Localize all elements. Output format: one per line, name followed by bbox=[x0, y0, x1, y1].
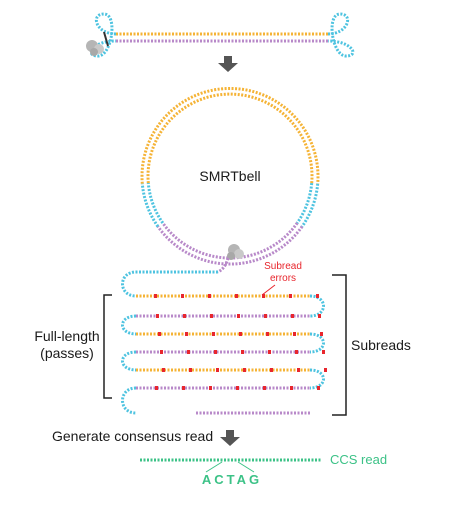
full-length-bracket: Full-length (passes) bbox=[34, 294, 112, 399]
ring-insert-arc-outer bbox=[140, 86, 320, 184]
subread-error-mark bbox=[162, 368, 165, 372]
ring-adapter-arc-left-inner bbox=[146, 182, 165, 224]
subread-error-mark bbox=[266, 332, 269, 336]
subreads-bracket: Subreads bbox=[332, 274, 411, 416]
subread-error-mark bbox=[160, 350, 163, 354]
subread-error-mark bbox=[264, 314, 267, 318]
subread-error-mark bbox=[235, 294, 238, 298]
ccs-read-label: CCS read bbox=[330, 452, 387, 467]
template-left-adapter-loop bbox=[89, 12, 117, 58]
subread-errors-label-line2: errors bbox=[270, 273, 296, 284]
subread-error-mark bbox=[216, 368, 219, 372]
subread-error-mark bbox=[262, 294, 265, 298]
subread-error-mark bbox=[293, 332, 296, 336]
subread-error-mark bbox=[155, 386, 158, 390]
adapter-turn-1 bbox=[309, 294, 325, 318]
subread-error-mark bbox=[241, 350, 244, 354]
subread-error-mark bbox=[237, 314, 240, 318]
subread-error-mark bbox=[210, 314, 213, 318]
subread-error-mark bbox=[156, 314, 159, 318]
subread-error-mark bbox=[158, 332, 161, 336]
subread-error-mark bbox=[239, 332, 242, 336]
full-length-label: Full-length bbox=[34, 328, 99, 344]
adapter-turn-4 bbox=[121, 350, 137, 372]
template-right-adapter-loop bbox=[327, 12, 355, 58]
linear-smrtbell-template bbox=[86, 12, 355, 58]
subread-error-mark bbox=[290, 386, 293, 390]
subread-error-mark bbox=[182, 386, 185, 390]
ring-adapter-arc-left-outer bbox=[140, 183, 160, 228]
subread-error-mark bbox=[318, 314, 321, 318]
subread-error-mark bbox=[320, 332, 323, 336]
subread-error-mark bbox=[317, 386, 320, 390]
subread-error-mark bbox=[289, 294, 292, 298]
down-arrow-icon bbox=[220, 430, 240, 446]
subread-error-mark bbox=[295, 350, 298, 354]
ring-adapter-arc-right-outer bbox=[300, 183, 320, 228]
polymerase-exit-strand bbox=[217, 257, 230, 274]
subread-error-mark bbox=[187, 350, 190, 354]
subread-error-mark bbox=[291, 314, 294, 318]
down-arrow-icon bbox=[218, 56, 238, 72]
adapter-turn-5 bbox=[309, 368, 325, 390]
ccs-read: CCS read ACTAG bbox=[140, 452, 387, 487]
subread-error-mark bbox=[209, 386, 212, 390]
smrtbell-label: SMRTbell bbox=[199, 168, 260, 184]
subread-error-mark bbox=[189, 368, 192, 372]
subread-error-mark bbox=[268, 350, 271, 354]
subread-error-mark bbox=[212, 332, 215, 336]
serpentine-entry-adapter bbox=[121, 270, 218, 298]
passes-label: (passes) bbox=[40, 345, 94, 361]
subread-error-mark bbox=[324, 368, 327, 372]
subread-error-mark bbox=[208, 294, 211, 298]
subread-error-mark bbox=[183, 314, 186, 318]
subread-error-mark bbox=[316, 294, 319, 298]
subread-error-mark bbox=[243, 368, 246, 372]
subread-error-mark bbox=[236, 386, 239, 390]
subread-errors-label-line1: Subread bbox=[264, 261, 302, 272]
subreads-label: Subreads bbox=[351, 337, 411, 353]
generate-consensus-row: Generate consensus read bbox=[52, 428, 240, 446]
subread-errors-annotation: Subread errors bbox=[261, 261, 302, 296]
consensus-sequence: ACTAG bbox=[202, 472, 262, 487]
subread-serpentine bbox=[121, 270, 327, 415]
subread-error-mark bbox=[181, 294, 184, 298]
subread-error-mark bbox=[263, 386, 266, 390]
subread-error-mark bbox=[214, 350, 217, 354]
polymerase-icon bbox=[86, 40, 104, 56]
subread-error-mark bbox=[270, 368, 273, 372]
generate-consensus-label: Generate consensus read bbox=[52, 428, 213, 444]
subread-errors-pointer bbox=[261, 284, 276, 296]
zoom-line-right bbox=[237, 461, 255, 473]
adapter-turn-6 bbox=[121, 386, 137, 415]
subread-error-mark bbox=[297, 368, 300, 372]
template-adapter-dark-mark bbox=[103, 31, 109, 47]
subread-error-mark bbox=[154, 294, 157, 298]
circular-smrtbell: SMRTbell bbox=[140, 86, 320, 274]
adapter-turn-2 bbox=[121, 314, 137, 336]
adapter-turn-3 bbox=[309, 332, 325, 354]
zoom-line-left bbox=[205, 461, 223, 473]
subread-error-mark bbox=[322, 350, 325, 354]
ring-insert-arc-inner bbox=[146, 92, 314, 184]
polymerase-icon bbox=[227, 244, 244, 260]
subread-error-mark bbox=[185, 332, 188, 336]
ring-adapter-arc-right-inner bbox=[295, 182, 314, 224]
ring-complement-arc-outer bbox=[156, 225, 304, 266]
